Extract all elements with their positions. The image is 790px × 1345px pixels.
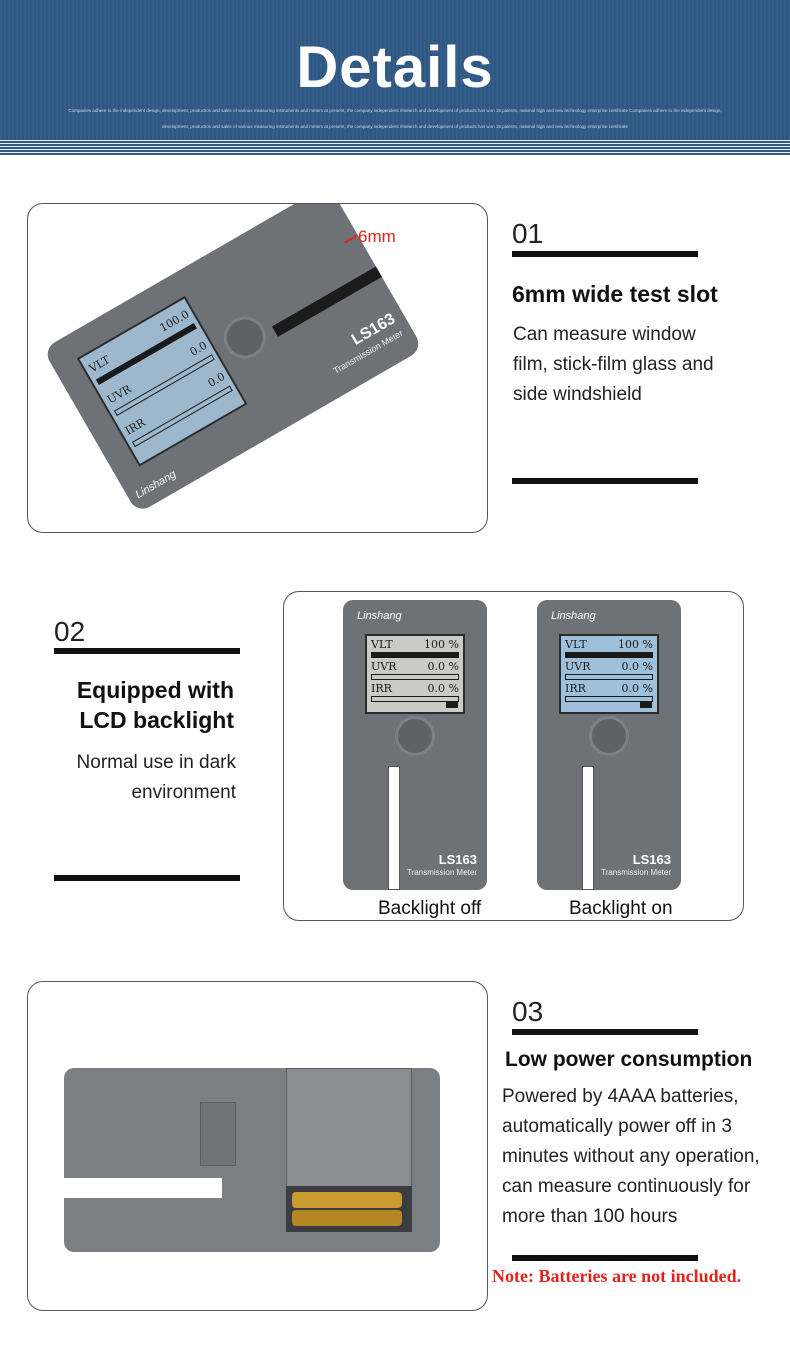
section1-image-frame: VLT 100.0 UVR 0.0 IRR 0.0 LS163 Transmis… (27, 203, 488, 533)
lcd-bar (371, 652, 459, 658)
vent-holes (200, 1102, 236, 1166)
lcd-row-irr: IRR 0.0 % (565, 682, 653, 695)
desc-line: automatically power off in 3 (502, 1116, 732, 1137)
device-back (64, 1068, 440, 1252)
banner-small-text-2: development, production and sales of var… (161, 124, 629, 129)
desc-line: can measure continuously for (502, 1176, 751, 1197)
back-slot (64, 1178, 222, 1198)
section2-top-rule (54, 648, 240, 654)
section1-bottom-rule (512, 478, 698, 484)
lcd-row-uvr: UVR 0.0 % (371, 660, 459, 673)
dimension-label: 6mm (358, 227, 396, 246)
section3-top-rule (512, 1029, 698, 1035)
brand-logo: Linshang (357, 610, 402, 622)
caption-backlight-off: Backlight off (378, 898, 482, 919)
lcd-bar (371, 696, 459, 702)
section1-top-rule (512, 251, 698, 257)
desc-line: environment (131, 782, 236, 803)
lcd-value: 0.0 % (621, 660, 653, 673)
caption-backlight-on: Backlight on (569, 898, 673, 919)
lcd-value: 0.0 (205, 369, 228, 390)
desc-line: minutes without any operation, (502, 1146, 760, 1167)
desc-line: Normal use in dark (76, 752, 236, 773)
lcd-bar (371, 674, 459, 680)
title-line: Equipped with (76, 677, 234, 703)
device-lcd: VLT 100 % UVR 0.0 % IRR 0.0 % (365, 634, 465, 714)
header-banner: Details Companies adhere to the independ… (0, 0, 790, 155)
device-lcd: VLT 100 % UVR 0.0 % IRR 0.0 % (559, 634, 659, 714)
lcd-label: IRR (565, 682, 586, 695)
test-slot (388, 766, 400, 890)
section3-number: 03 (512, 996, 544, 1027)
power-button (395, 716, 435, 756)
brand-logo: Linshang (551, 610, 596, 622)
section2-number: 02 (54, 616, 86, 647)
page-title: Details (296, 35, 494, 100)
device-backlight-on: Linshang VLT 100 % UVR 0.0 % IRR 0.0 % L… (537, 600, 681, 890)
lcd-label: UVR (565, 660, 591, 673)
lcd-bar (565, 696, 653, 702)
section2-image-frame: Linshang VLT 100 % UVR 0.0 % IRR 0.0 % L… (283, 591, 744, 921)
section2-desc: Normal use in dark environment (20, 748, 236, 808)
power-button (589, 716, 629, 756)
battery-note: Note: Batteries are not included. (492, 1266, 742, 1286)
battery-icon (640, 702, 652, 708)
battery-cover (286, 1068, 412, 1188)
battery-cell (292, 1210, 402, 1226)
desc-line: side windshield (513, 384, 642, 405)
lcd-row-vlt: VLT 100 % (565, 638, 653, 651)
device-name-label: Transmission Meter (601, 868, 671, 877)
lcd-row-uvr: UVR 0.0 % (565, 660, 653, 673)
lcd-label: VLT (371, 638, 393, 651)
lcd-value: 0.0 % (427, 660, 459, 673)
device-model-label: LS163 (632, 852, 671, 867)
desc-line: Powered by 4AAA batteries, (502, 1086, 739, 1107)
lcd-row-irr: IRR 0.0 % (371, 682, 459, 695)
lcd-value: 0.0 % (427, 682, 459, 695)
desc-line: film, stick-film glass and (513, 354, 714, 375)
section2-bottom-rule (54, 875, 240, 881)
lcd-bar (565, 674, 653, 680)
section3-title: Low power consumption (505, 1048, 753, 1071)
lcd-value: 0.0 (187, 338, 210, 359)
title-line: LCD backlight (79, 707, 234, 733)
lcd-label: VLT (565, 638, 587, 651)
section3-desc: Powered by 4AAA batteries, automatically… (502, 1082, 790, 1232)
banner-small-text-1: Companies adhere to the independent desi… (68, 108, 722, 113)
lcd-value: 100 % (424, 638, 459, 651)
section3-image-frame (27, 981, 488, 1311)
banner-stripe-lines (0, 140, 790, 154)
desc-line: more than 100 hours (502, 1206, 678, 1227)
lcd-bar (565, 652, 653, 658)
battery-icon (446, 702, 458, 708)
device-rotated: VLT 100.0 UVR 0.0 IRR 0.0 LS163 Transmis… (42, 204, 424, 514)
section1-title: 6mm wide test slot (512, 281, 718, 307)
lcd-value: 0.0 % (621, 682, 653, 695)
device-name-label: Transmission Meter (407, 868, 477, 877)
section2-title: Equipped with LCD backlight (20, 675, 234, 735)
section1-desc: Can measure window film, stick-film glas… (513, 320, 773, 410)
test-slot (582, 766, 594, 890)
lcd-value: 100 % (618, 638, 653, 651)
lcd-row-vlt: VLT 100 % (371, 638, 459, 651)
section3-bottom-rule (512, 1255, 698, 1261)
device-backlight-off: Linshang VLT 100 % UVR 0.0 % IRR 0.0 % L… (343, 600, 487, 890)
lcd-label: UVR (371, 660, 397, 673)
desc-line: Can measure window (513, 324, 696, 345)
battery-cell (292, 1192, 402, 1208)
device-model-label: LS163 (438, 852, 477, 867)
lcd-label: IRR (371, 682, 392, 695)
section1-number: 01 (512, 218, 544, 249)
